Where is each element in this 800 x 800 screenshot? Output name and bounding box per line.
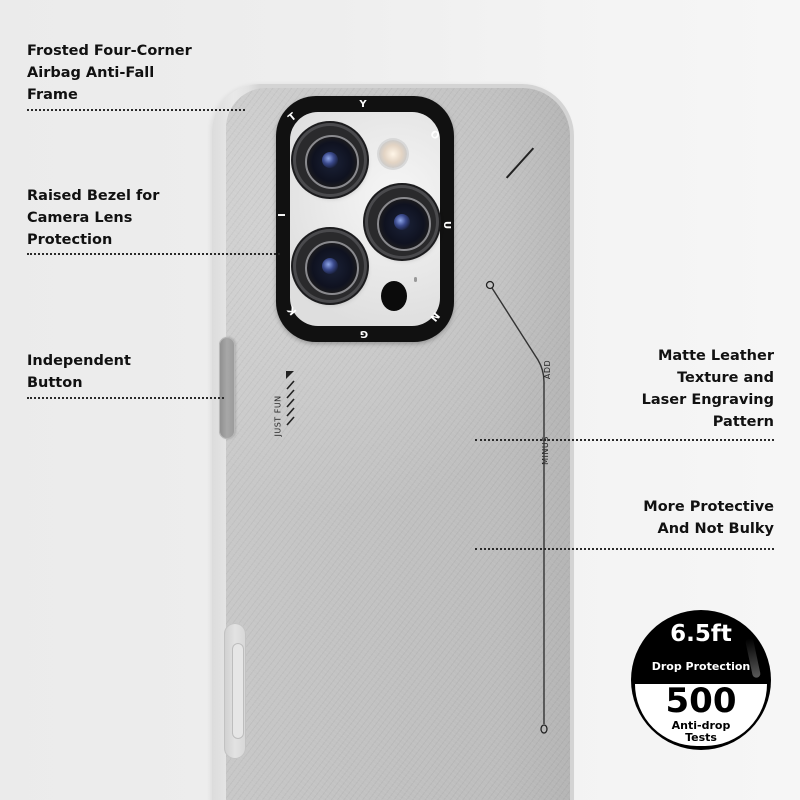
drop-protection-label: Drop Protection (651, 660, 751, 673)
callout-leader-dots (27, 253, 280, 255)
callout-more-protective: More Protective And Not Bulky (643, 499, 774, 537)
callout-leader-dots (475, 439, 774, 441)
just-fun-engraving: JUST FUN (273, 395, 283, 437)
flash-icon (379, 140, 407, 168)
microphone-hole (414, 277, 417, 282)
independent-side-button (219, 337, 235, 439)
drop-test-count: 500 (665, 681, 737, 721)
drop-test-label: Anti-drop Tests (671, 719, 731, 744)
camera-lens-icon (296, 126, 364, 194)
callout-raised-bezel: Raised Bezel for Camera Lens Protection (27, 188, 160, 248)
drop-protection-badge: 6.5ft Drop Protection 500 Anti-drop Test… (631, 610, 771, 750)
callout-leader-dots (27, 109, 245, 111)
hatch-stripes-icon (286, 371, 295, 426)
callout-leader-dots (475, 548, 774, 550)
callout-airbag-frame: Frosted Four-Corner Airbag Anti-Fall Fra… (27, 43, 192, 103)
camera-lens-icon (296, 232, 364, 300)
bezel-letter: U (441, 220, 452, 230)
bezel-letter: I (277, 213, 288, 217)
callout-leader-dots (27, 397, 224, 399)
camera-lens-icon (368, 188, 436, 256)
callout-independent-button: Independent Button (27, 353, 131, 391)
callout-leather-texture: Matte Leather Texture and Laser Engravin… (641, 348, 774, 430)
bezel-letter: Y (359, 99, 367, 110)
bezel-letter: G (359, 328, 369, 339)
add-engraving: ADD (543, 359, 553, 380)
lidar-sensor-icon (381, 281, 407, 311)
side-cutout-button (232, 643, 244, 739)
drop-height-value: 6.5ft (670, 621, 732, 647)
